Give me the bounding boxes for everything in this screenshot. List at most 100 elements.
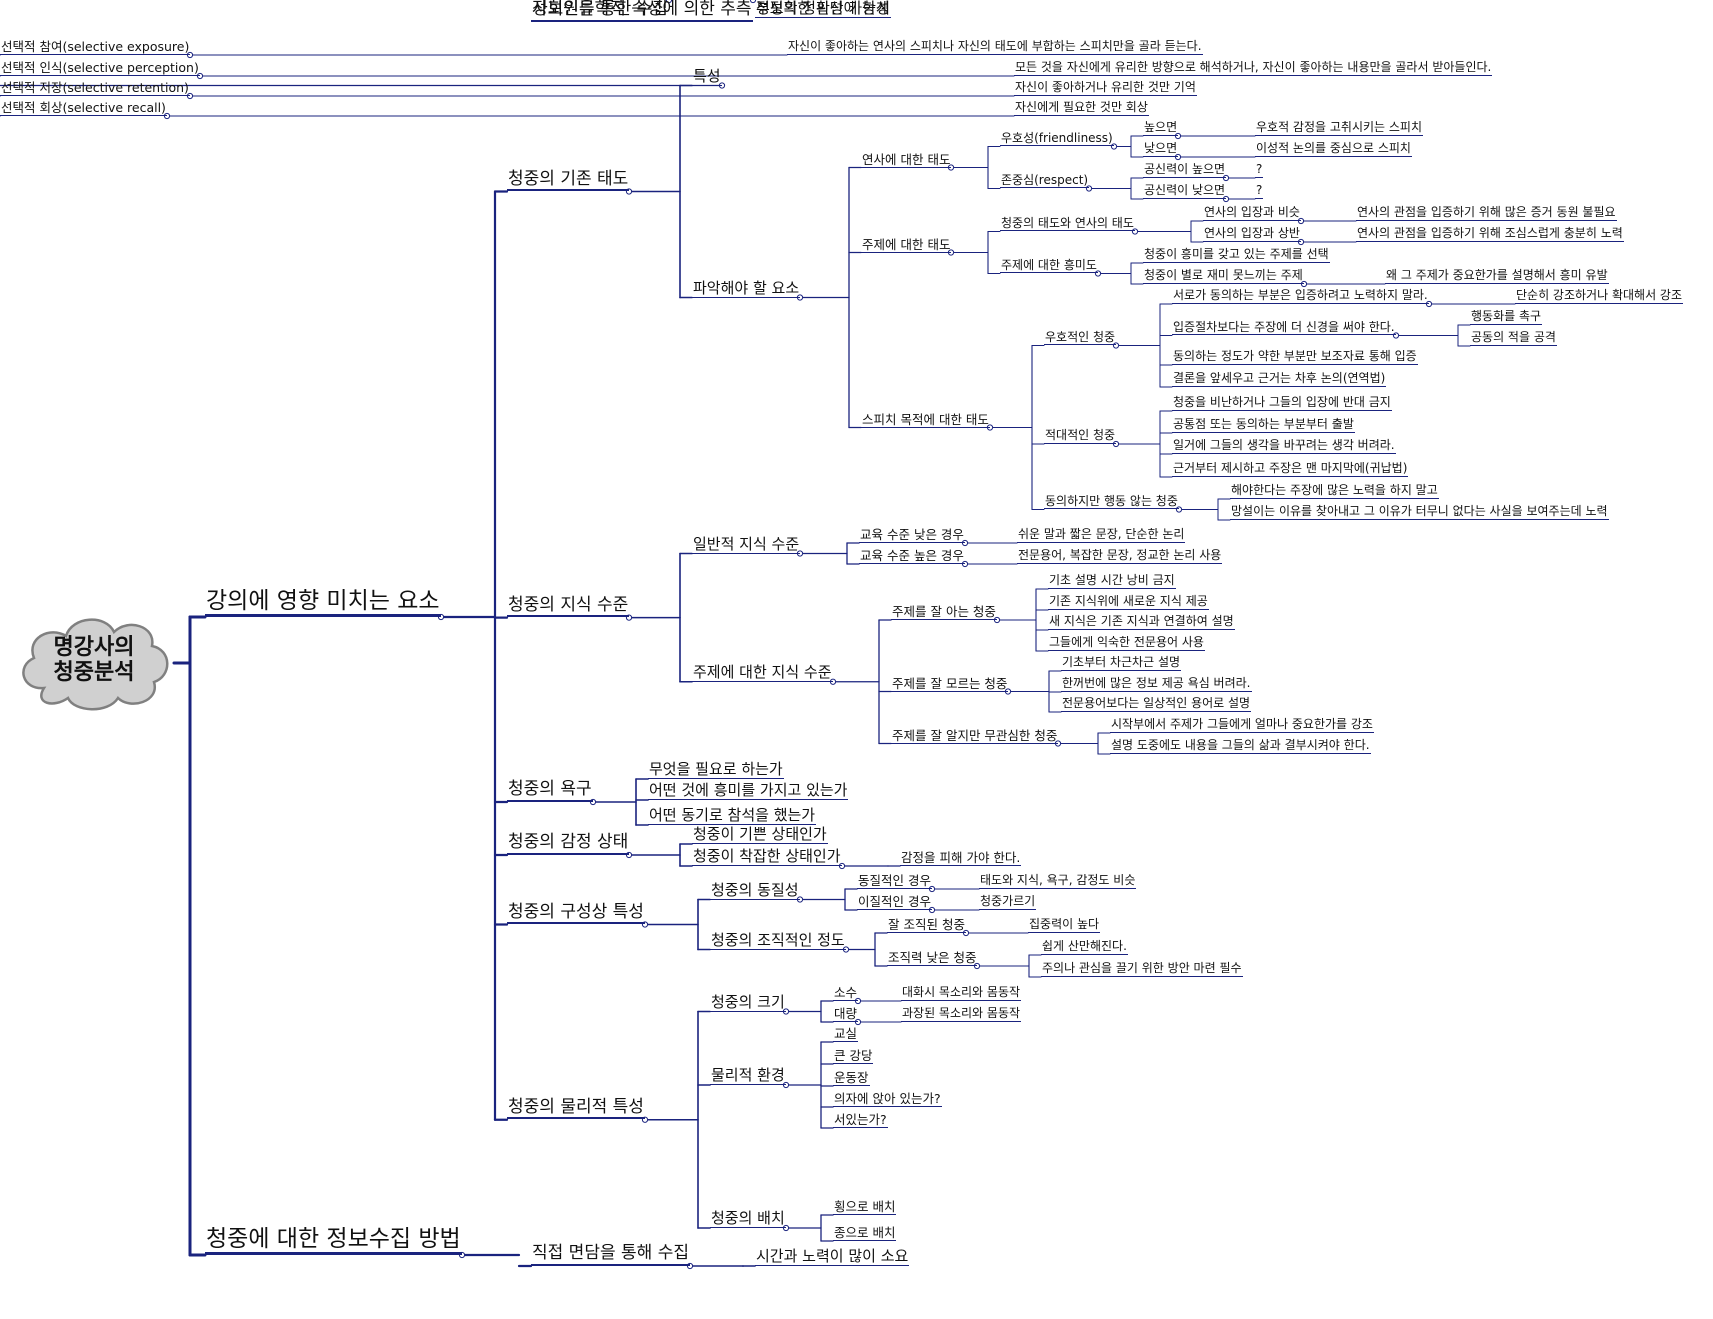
topic-node[interactable]: 우호성(friendliness): [1000, 130, 1114, 147]
leaf-node[interactable]: 청중가르기: [979, 894, 1037, 910]
leaf-node[interactable]: 설명 도중에도 내용을 그들의 삶과 결부시켜야 한다.: [1110, 738, 1371, 754]
leaf-node[interactable]: 연사의 관점을 입증하기 위해 조심스럽게 충분히 노력: [1356, 226, 1624, 242]
leaf-node[interactable]: 시간과 노력이 많이 소요: [755, 1247, 910, 1267]
leaf-node[interactable]: 기초부터 차근차근 설명: [1061, 655, 1182, 671]
leaf-node[interactable]: ?: [1255, 183, 1264, 199]
topic-node[interactable]: 대량: [833, 1006, 859, 1023]
topic-node[interactable]: 강의에 영향 미치는 요소: [205, 588, 441, 618]
topic-node[interactable]: 청중의 배치: [710, 1209, 786, 1229]
leaf-node[interactable]: 전문용어보다는 일상적인 용어로 설명: [1061, 696, 1252, 712]
leaf-node[interactable]: 쉬운 말과 짧은 문장, 단순한 논리: [1017, 527, 1186, 543]
leaf-node[interactable]: 청중을 비난하거나 그들의 입장에 반대 금지: [1172, 395, 1392, 411]
root-node[interactable]: 명강사의 청중분석: [14, 610, 174, 712]
topic-node[interactable]: 동의하지만 행동 않는 청중: [1044, 493, 1179, 510]
topic-node[interactable]: 공신력이 높으면: [1143, 162, 1227, 178]
topic-node[interactable]: 청중이 별로 재미 못느끼는 주제: [1143, 268, 1304, 284]
topic-node[interactable]: 청중의 감정 상태: [507, 832, 630, 855]
leaf-node[interactable]: 기초 설명 시간 낭비 금지: [1048, 573, 1176, 589]
topic-node[interactable]: 선택적 인식(selective perception): [0, 60, 200, 77]
topic-node[interactable]: 청중의 태도와 연사의 태도: [1000, 215, 1135, 232]
leaf-node[interactable]: 근거부터 제시하고 주장은 맨 마지막에(귀납법): [1172, 461, 1409, 477]
leaf-node[interactable]: 일거에 그들의 생각을 바꾸려는 생각 버려라.: [1172, 438, 1396, 454]
leaf-node[interactable]: 자신이 좋아하거나 유리한 것만 기억: [1014, 80, 1197, 96]
leaf-node[interactable]: 결론을 앞세우고 근거는 차후 논의(연역법): [1172, 371, 1387, 387]
leaf-node[interactable]: 어떤 동기로 참석을 했는가: [648, 806, 817, 826]
topic-node[interactable]: 선택적 참여(selective exposure): [0, 39, 191, 56]
leaf-node[interactable]: 단순히 강조하거나 확대해서 강조: [1515, 288, 1684, 304]
topic-node[interactable]: 청중의 욕구: [507, 779, 593, 802]
leaf-node[interactable]: 새 지식은 기존 지식과 연결하여 설명: [1048, 614, 1235, 630]
topic-node[interactable]: 잘 조직된 청중: [887, 917, 966, 934]
leaf-node[interactable]: 모든 것을 자신에게 유리한 방향으로 해석하거나, 자신이 좋아하는 내용만을…: [1014, 60, 1493, 76]
leaf-node[interactable]: ?: [1255, 162, 1264, 178]
topic-node[interactable]: 주제를 잘 아는 청중: [891, 604, 997, 621]
topic-node[interactable]: 조직력 낮은 청중: [887, 950, 978, 967]
leaf-node[interactable]: 집중력이 높다: [1028, 917, 1101, 933]
leaf-node[interactable]: 이성적 논의를 중심으로 스피치: [1255, 141, 1412, 157]
topic-node[interactable]: 직접 면담을 통해 수집: [531, 1243, 690, 1266]
leaf-node[interactable]: 자신이 좋아하는 연사의 스피치나 자신의 태도에 부합하는 스피치만을 골라 …: [787, 39, 1203, 55]
topic-node[interactable]: 소수: [833, 985, 859, 1002]
leaf-node[interactable]: 연사의 관점을 입증하기 위해 많은 증거 동원 불필요: [1356, 205, 1617, 221]
topic-node[interactable]: 주제를 잘 알지만 무관심한 청중: [891, 727, 1059, 744]
leaf-node[interactable]: 의자에 앉아 있는가?: [833, 1091, 942, 1108]
topic-node[interactable]: 청중의 구성상 특성: [507, 902, 645, 925]
leaf-node[interactable]: 교실: [833, 1026, 859, 1043]
topic-node[interactable]: 주제에 대한 흥미도: [1000, 257, 1098, 274]
leaf-node[interactable]: 망설이는 이유를 찾아내고 그 이유가 터무니 없다는 사실을 보여주는데 노력: [1230, 504, 1609, 520]
leaf-node[interactable]: 대화시 목소리와 몸동작: [901, 985, 1022, 1001]
leaf-node[interactable]: 우호적 감정을 고취시키는 스피치: [1255, 120, 1424, 136]
leaf-node[interactable]: 과장된 목소리와 몸동작: [901, 1006, 1022, 1022]
topic-node[interactable]: 특성: [692, 66, 722, 86]
topic-node[interactable]: 청중의 기존 태도: [507, 169, 630, 192]
topic-node[interactable]: 일반적 지식 수준: [692, 534, 801, 554]
leaf-node[interactable]: 한꺼번에 많은 정보 제공 욕심 버려라.: [1061, 676, 1252, 692]
leaf-node[interactable]: 전문용어, 복잡한 문장, 정교한 논리 사용: [1017, 548, 1223, 564]
leaf-node[interactable]: 태도와 지식, 욕구, 감정도 비슷: [979, 873, 1137, 889]
topic-node[interactable]: 존중심(respect): [1000, 172, 1090, 189]
topic-node[interactable]: 청중의 조직적인 정도: [710, 930, 846, 950]
topic-node[interactable]: 선택적 회상(selective recall): [0, 100, 167, 117]
leaf-node[interactable]: 청중이 흥미를 갖고 있는 주제를 선택: [1143, 247, 1330, 263]
leaf-node[interactable]: 종으로 배치: [833, 1225, 897, 1242]
leaf-node[interactable]: 왜 그 주제가 중요한가를 설명해서 흥미 유발: [1385, 268, 1609, 284]
leaf-node[interactable]: 공동의 적을 공격: [1470, 330, 1557, 346]
leaf-node[interactable]: 어떤 것에 흥미를 가지고 있는가: [648, 781, 849, 801]
topic-node[interactable]: 높으면: [1143, 120, 1179, 136]
topic-node[interactable]: 청중의 동질성: [710, 880, 800, 900]
topic-node[interactable]: 청중에 대한 정보수집 방법: [205, 1226, 462, 1256]
leaf-node[interactable]: 서있는가?: [833, 1112, 888, 1129]
leaf-node[interactable]: 동의하는 정도가 약한 부분만 보조자료 통해 입증: [1172, 349, 1418, 365]
leaf-node[interactable]: 청중이 기쁜 상태인가: [692, 825, 828, 845]
topic-node[interactable]: 연사의 입장과 상반: [1203, 226, 1301, 242]
topic-node[interactable]: 서로가 동의하는 부분은 입증하려고 노력하지 말라.: [1172, 288, 1429, 304]
leaf-node[interactable]: 기존 지식위에 새로운 지식 제공: [1048, 594, 1209, 610]
topic-node[interactable]: 우호적인 청중: [1044, 329, 1117, 346]
topic-node[interactable]: 적대적인 청중: [1044, 428, 1117, 444]
topic-node[interactable]: 주제를 잘 모르는 청중: [891, 675, 1009, 692]
topic-node[interactable]: 주제에 대한 태도: [861, 236, 952, 253]
topic-node[interactable]: 청중의 크기: [710, 992, 786, 1012]
topic-node[interactable]: 청중이 착잡한 상태인가: [692, 847, 842, 867]
topic-node[interactable]: 청중의 물리적 특성: [507, 1097, 645, 1120]
topic-node[interactable]: 주제에 대한 지식 수준: [692, 662, 833, 682]
topic-node[interactable]: 낮으면: [1143, 141, 1179, 157]
leaf-node[interactable]: 횡으로 배치: [833, 1199, 897, 1216]
leaf-node[interactable]: 부정확한 판단 가능성: [755, 0, 891, 19]
topic-node[interactable]: 파악해야 할 요소: [692, 278, 801, 298]
topic-node[interactable]: 선택적 저장(selective retention): [0, 80, 190, 97]
leaf-node[interactable]: 공통점 또는 동의하는 부분부터 출발: [1172, 417, 1355, 433]
topic-node[interactable]: 청중의 지식 수준: [507, 595, 630, 618]
topic-node[interactable]: 이질적인 경우: [857, 894, 932, 911]
topic-node[interactable]: 교육 수준 낮은 경우: [859, 527, 965, 544]
leaf-node[interactable]: 쉽게 산만해진다.: [1041, 939, 1128, 955]
leaf-node[interactable]: 시작부에서 주제가 그들에게 얼마나 중요한가를 강조: [1110, 717, 1374, 733]
topic-node[interactable]: 공신력이 낮으면: [1143, 183, 1227, 199]
leaf-node[interactable]: 감정을 피해 가야 한다.: [900, 850, 1022, 867]
topic-node[interactable]: 교육 수준 높은 경우: [859, 548, 965, 565]
topic-node[interactable]: 연사에 대한 태도: [861, 151, 952, 168]
leaf-node[interactable]: 자신에게 필요한 것만 회상: [1014, 100, 1149, 116]
leaf-node[interactable]: 주의나 관심을 끌기 위한 방안 마련 필수: [1041, 961, 1243, 977]
topic-node[interactable]: 동질적인 경우: [857, 873, 932, 890]
leaf-node[interactable]: 무엇을 필요로 하는가: [648, 760, 784, 780]
